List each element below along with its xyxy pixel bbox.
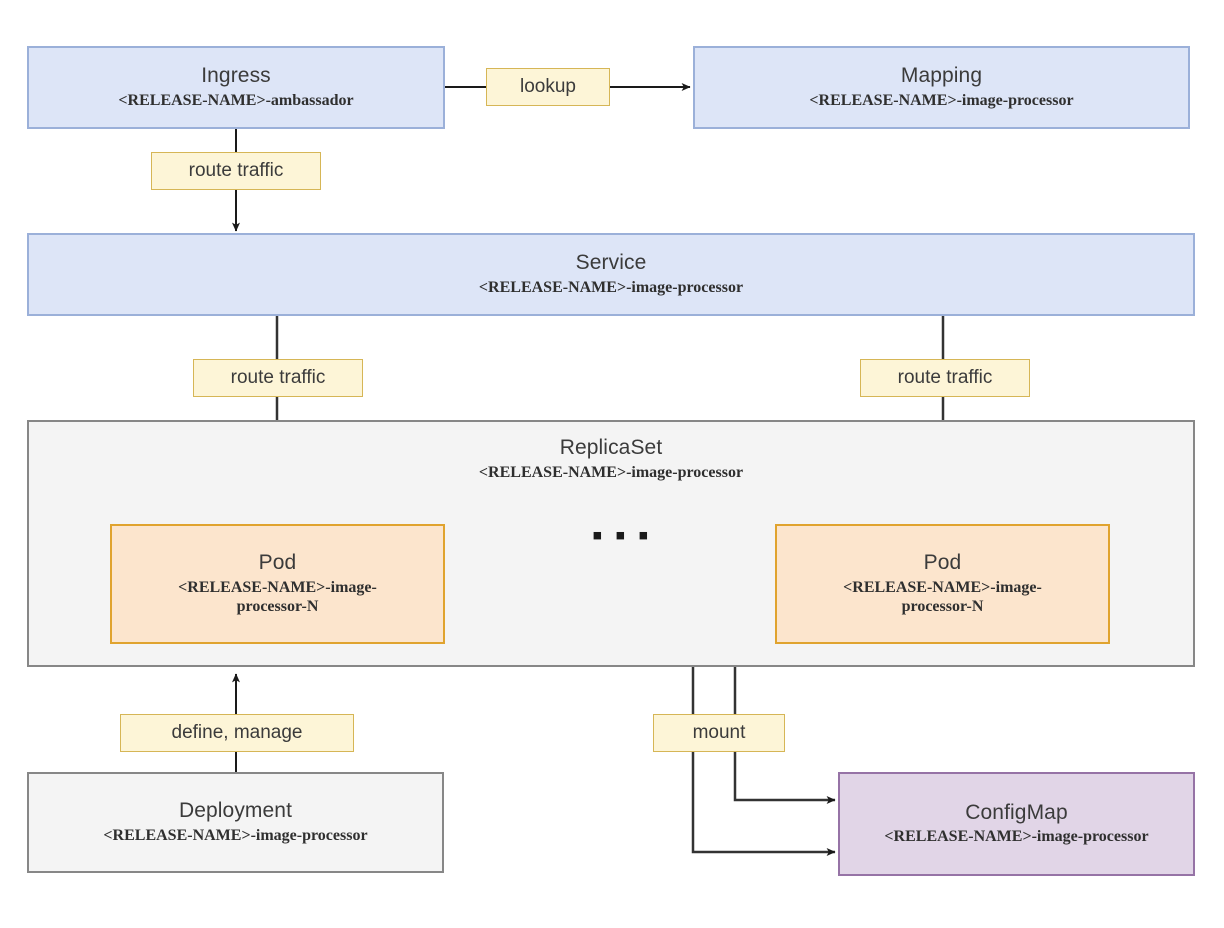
pod-left-subtitle: <RELEASE-NAME>-image-processor-N — [178, 579, 377, 615]
node-service[interactable]: Service <RELEASE-NAME>-image-processor — [27, 233, 1195, 316]
replicaset-title: ReplicaSet — [559, 436, 663, 459]
node-configmap[interactable]: ConfigMap <RELEASE-NAME>-image-processor — [838, 772, 1195, 876]
service-subtitle: <RELEASE-NAME>-image-processor — [478, 278, 744, 296]
edge-label-lookup[interactable]: lookup — [486, 68, 610, 106]
deployment-subtitle: <RELEASE-NAME>-image-processor — [103, 826, 368, 844]
pod-left-title: Pod — [258, 551, 297, 575]
pod-right-subtitle: <RELEASE-NAME>-image-processor-N — [843, 579, 1042, 615]
edge-label-route-traffic-ingress[interactable]: route traffic — [151, 152, 321, 190]
edge-label-mount[interactable]: mount — [653, 714, 785, 752]
node-pod-left[interactable]: Pod <RELEASE-NAME>-image-processor-N — [110, 524, 445, 644]
deployment-title: Deployment — [178, 799, 293, 823]
configmap-title: ConfigMap — [965, 800, 1068, 824]
node-mapping[interactable]: Mapping <RELEASE-NAME>-image-processor — [693, 46, 1190, 129]
mapping-subtitle: <RELEASE-NAME>-image-processor — [809, 91, 1074, 109]
ingress-title: Ingress — [201, 64, 271, 88]
configmap-subtitle: <RELEASE-NAME>-image-processor — [884, 828, 1149, 846]
pods-ellipsis-icon: ▪ ▪ ▪ — [592, 519, 651, 552]
edge-label-route-traffic-right[interactable]: route traffic — [860, 359, 1030, 397]
replicaset-subtitle: <RELEASE-NAME>-image-processor — [478, 463, 744, 481]
service-title: Service — [575, 251, 647, 275]
edge-label-define-manage[interactable]: define, manage — [120, 714, 354, 752]
edge-label-route-traffic-left[interactable]: route traffic — [193, 359, 363, 397]
pod-right-title: Pod — [923, 551, 962, 575]
node-ingress[interactable]: Ingress <RELEASE-NAME>-ambassador — [27, 46, 445, 129]
node-pod-right[interactable]: Pod <RELEASE-NAME>-image-processor-N — [775, 524, 1110, 644]
ingress-subtitle: <RELEASE-NAME>-ambassador — [118, 91, 354, 109]
node-deployment[interactable]: Deployment <RELEASE-NAME>-image-processo… — [27, 772, 444, 873]
mapping-title: Mapping — [900, 64, 983, 88]
